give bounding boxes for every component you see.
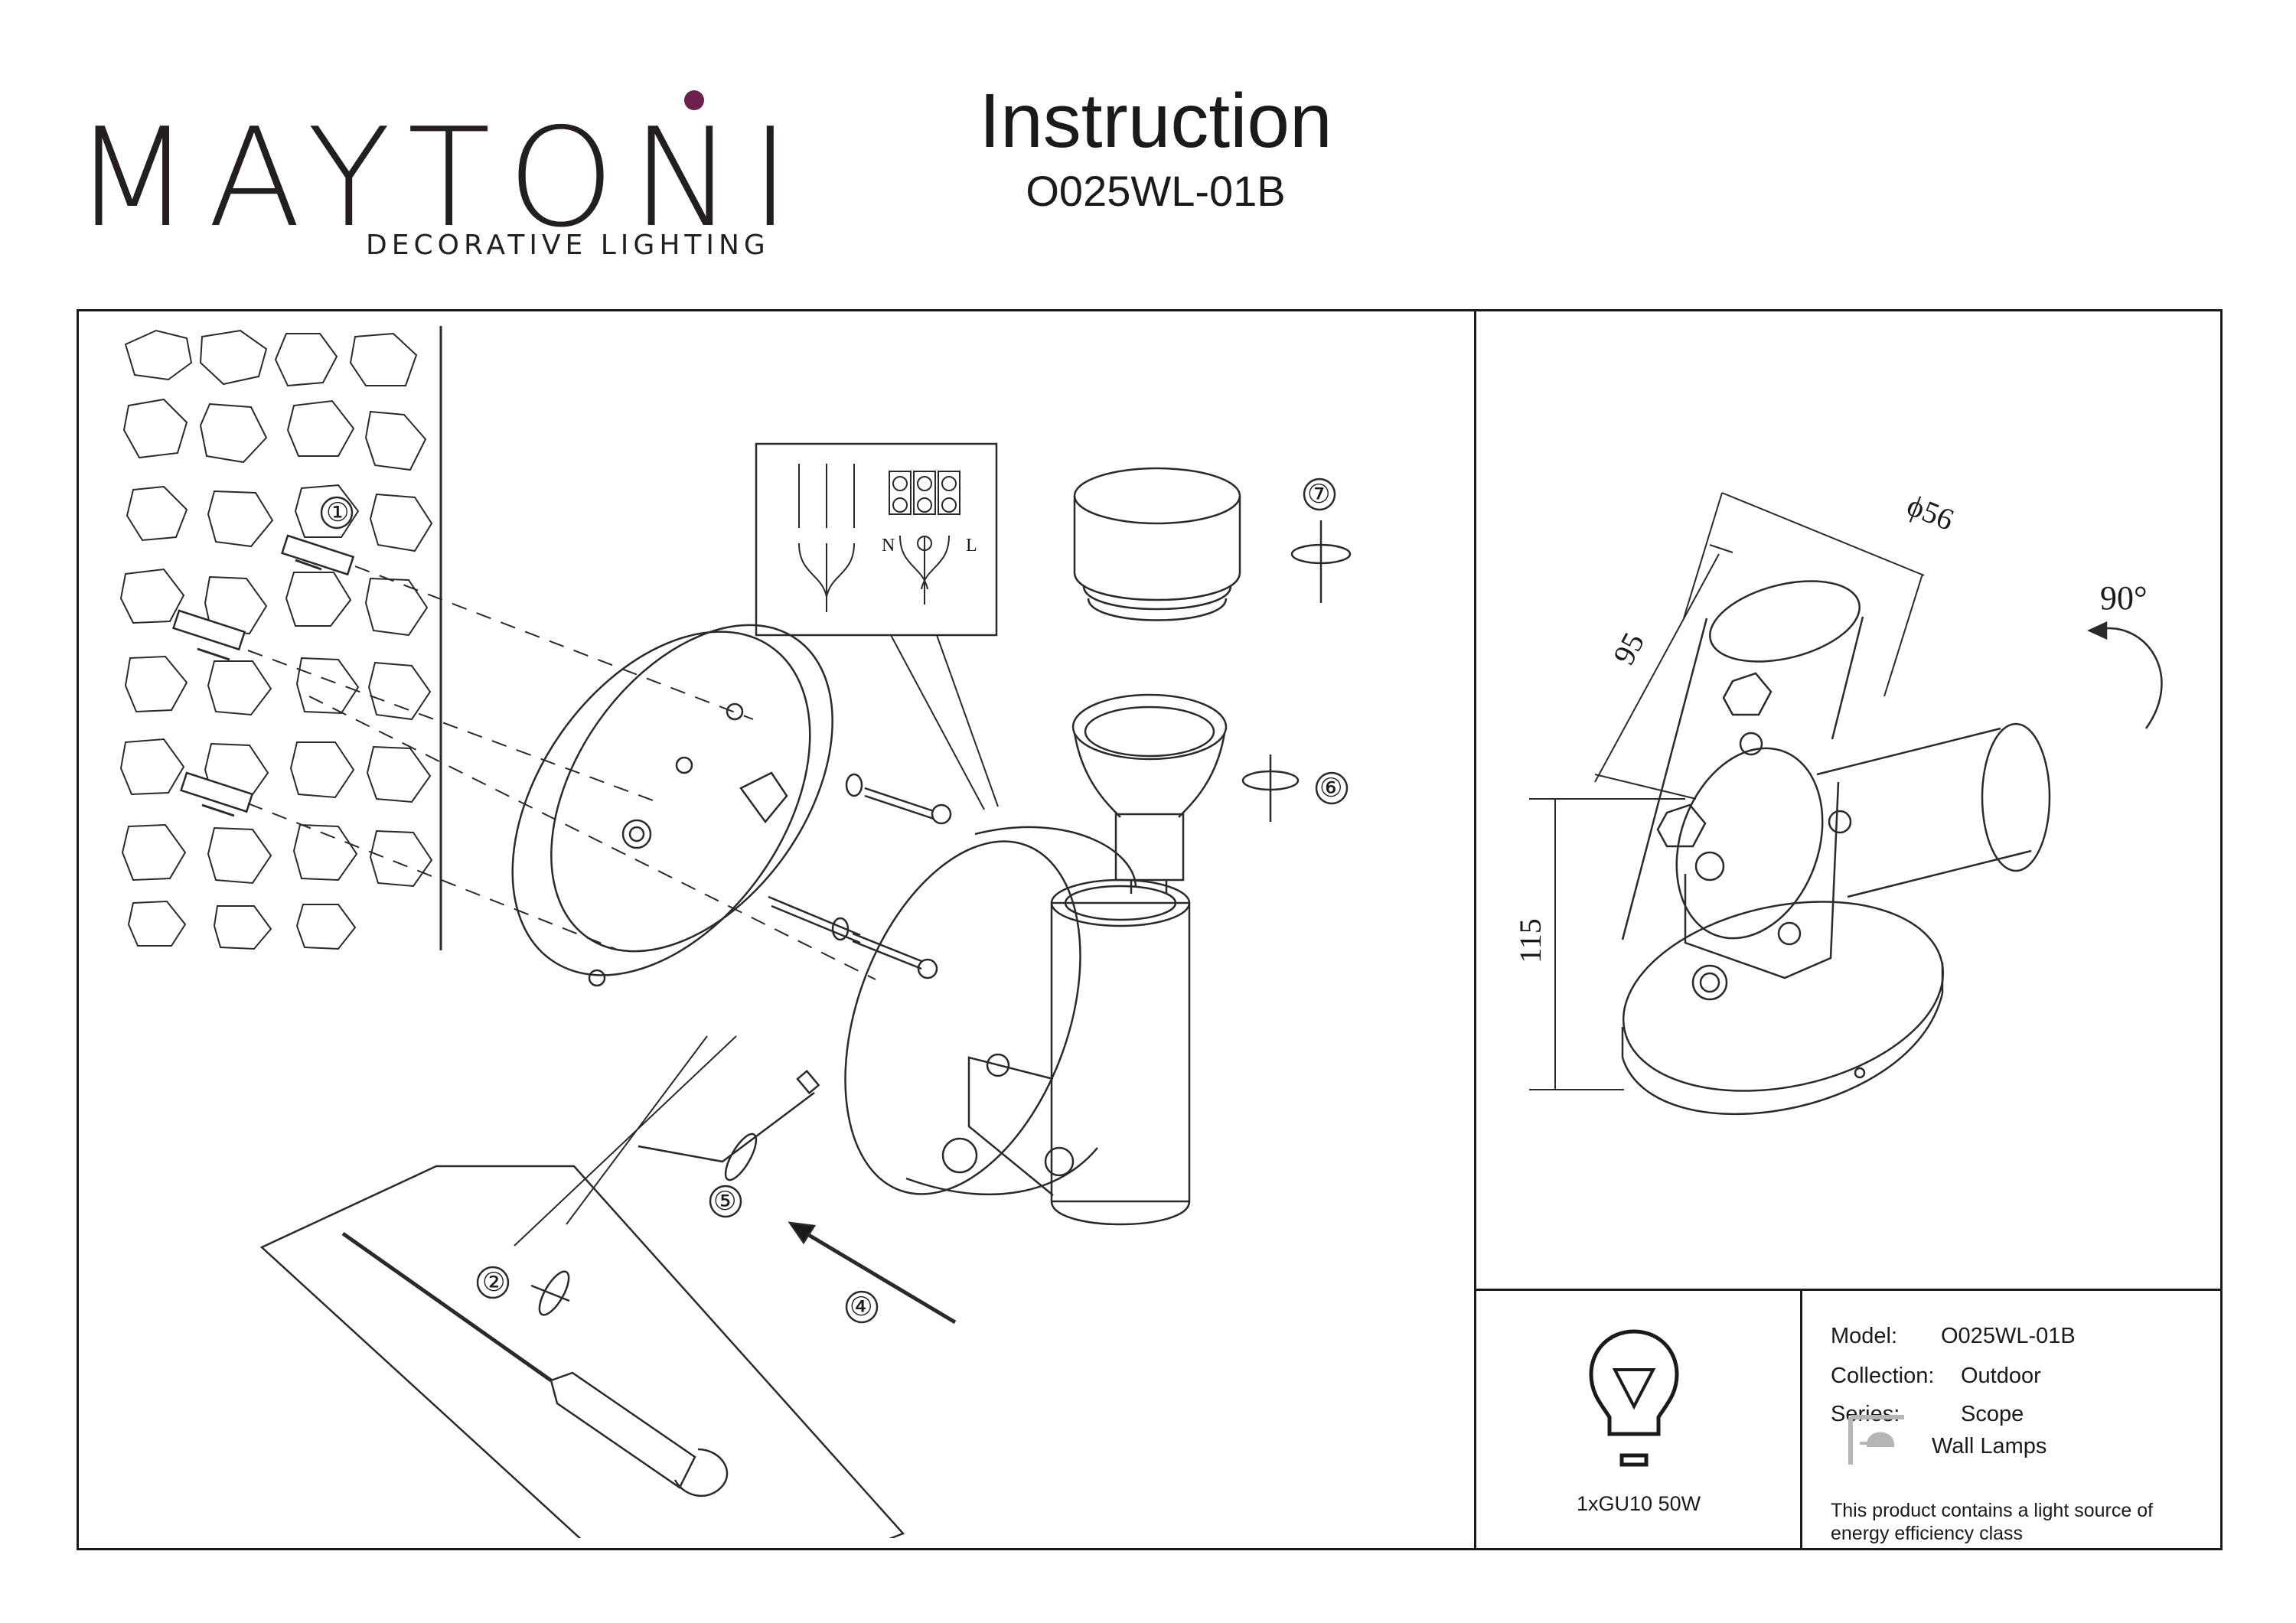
rotate-icon-step-2 bbox=[530, 1270, 570, 1316]
step-1-number: ① bbox=[326, 497, 350, 528]
step-5-marker bbox=[709, 1185, 742, 1218]
step-7-number: ⑦ bbox=[1307, 479, 1331, 510]
wiring-label-l: L bbox=[966, 536, 977, 556]
brand-name: MAYTONI bbox=[73, 99, 807, 257]
logo-accent-dot bbox=[684, 90, 704, 110]
mounting-plate bbox=[511, 624, 833, 987]
info-divider-vertical bbox=[1800, 1289, 1802, 1550]
brand-logo: MAYTONI DECORATIVE LIGHTING bbox=[73, 90, 791, 266]
info-divider-horizontal bbox=[1474, 1289, 2223, 1291]
stone-wall bbox=[119, 326, 442, 950]
step-4-marker bbox=[845, 1290, 879, 1324]
series-label: Series: bbox=[1831, 1402, 1900, 1426]
step-7-marker bbox=[1303, 477, 1336, 511]
step-6-number: ⑥ bbox=[1319, 773, 1343, 803]
light-bulb-icon bbox=[1589, 1329, 1679, 1467]
screwdriver-inset bbox=[259, 1035, 905, 1538]
rotate-icon-step-6 bbox=[1241, 754, 1300, 822]
step-2-number: ② bbox=[482, 1267, 506, 1298]
series-value: Scope bbox=[1961, 1402, 2024, 1426]
step-6-marker bbox=[1315, 771, 1349, 805]
lamp-body bbox=[844, 826, 1191, 1226]
model-label: Model: bbox=[1831, 1324, 1898, 1348]
energy-note-line2: energy efficiency class bbox=[1831, 1523, 2024, 1544]
wiring-inset bbox=[755, 442, 998, 637]
wiring-label-n: N bbox=[882, 536, 895, 556]
height-label: 115 bbox=[1512, 918, 1548, 963]
step-1-marker bbox=[320, 496, 354, 530]
install-arrow bbox=[788, 1221, 957, 1325]
model-code: O025WL-01B bbox=[1026, 167, 1286, 215]
wall-lamp-icon bbox=[1848, 1415, 1904, 1465]
collection-value: Outdoor bbox=[1961, 1364, 2041, 1388]
assembly-diagram: N L bbox=[119, 326, 1352, 1538]
mounting-screws bbox=[768, 773, 952, 979]
instruction-frame bbox=[77, 309, 2223, 1550]
panel-divider-vertical bbox=[1474, 309, 1476, 1550]
model-value: O025WL-01B bbox=[1941, 1324, 2076, 1348]
lamp-spec: 1xGU10 50W bbox=[1577, 1492, 1701, 1515]
gu10-bulb bbox=[1071, 693, 1228, 894]
rotate-icon-step-5 bbox=[724, 1133, 758, 1181]
page-title: Instruction bbox=[979, 78, 1332, 164]
energy-note-line1: This product contains a light source of bbox=[1831, 1500, 2154, 1521]
step-5-number: ⑤ bbox=[713, 1186, 737, 1217]
dimension-drawing bbox=[1529, 492, 2163, 1116]
hex-key bbox=[638, 1069, 820, 1163]
step-4-number: ④ bbox=[850, 1292, 873, 1322]
rotation-label: 90° bbox=[2100, 579, 2148, 617]
brand-tagline: DECORATIVE LIGHTING bbox=[366, 230, 770, 261]
step-2-marker bbox=[476, 1266, 510, 1299]
collection-label: Collection: bbox=[1831, 1364, 1935, 1388]
rotate-icon-step-7 bbox=[1290, 520, 1352, 603]
glass-shade bbox=[1073, 467, 1241, 621]
category-value: Wall Lamps bbox=[1932, 1434, 2047, 1458]
